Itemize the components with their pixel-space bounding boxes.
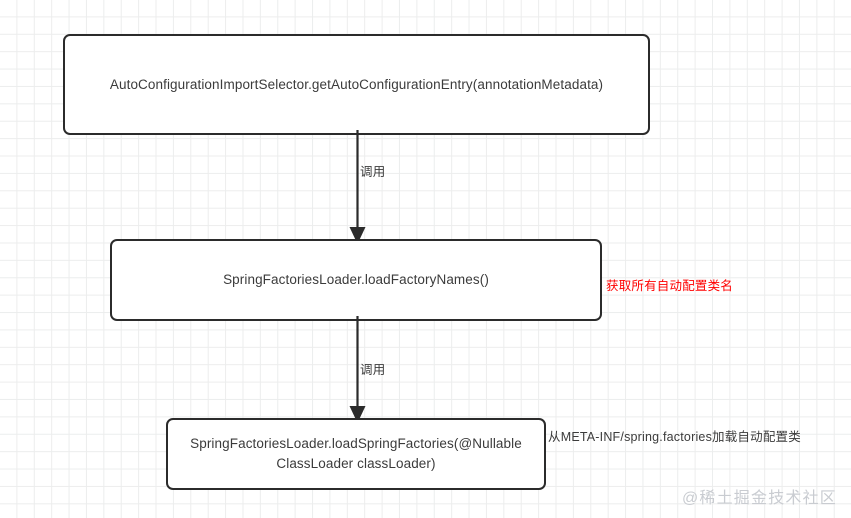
load-factory-names-node[interactable]: SpringFactoriesLoader.loadFactoryNames() xyxy=(110,239,602,321)
node-label: SpringFactoriesLoader.loadSpringFactorie… xyxy=(190,436,522,471)
edge-label-node2-to-node3: 调用 xyxy=(360,363,386,377)
node-label: AutoConfigurationImportSelector.getAutoC… xyxy=(109,76,604,92)
edge-node1-to-node2 xyxy=(349,130,366,244)
annotation-load-from-spring-factories: 从META-INF/spring.factories加载自动配置类 xyxy=(548,430,801,444)
edge-label-node1-to-node2: 调用 xyxy=(360,165,386,179)
node-label: SpringFactoriesLoader.loadFactoryNames() xyxy=(223,272,489,288)
auto-configuration-import-selector-node[interactable]: AutoConfigurationImportSelector.getAutoC… xyxy=(63,34,650,135)
watermark: @稀土掘金技术社区 xyxy=(681,490,837,507)
annotation-get-all-autoconfig-class-names: 获取所有自动配置类名 xyxy=(606,279,734,293)
load-spring-factories-node[interactable]: SpringFactoriesLoader.loadSpringFactorie… xyxy=(166,418,546,490)
